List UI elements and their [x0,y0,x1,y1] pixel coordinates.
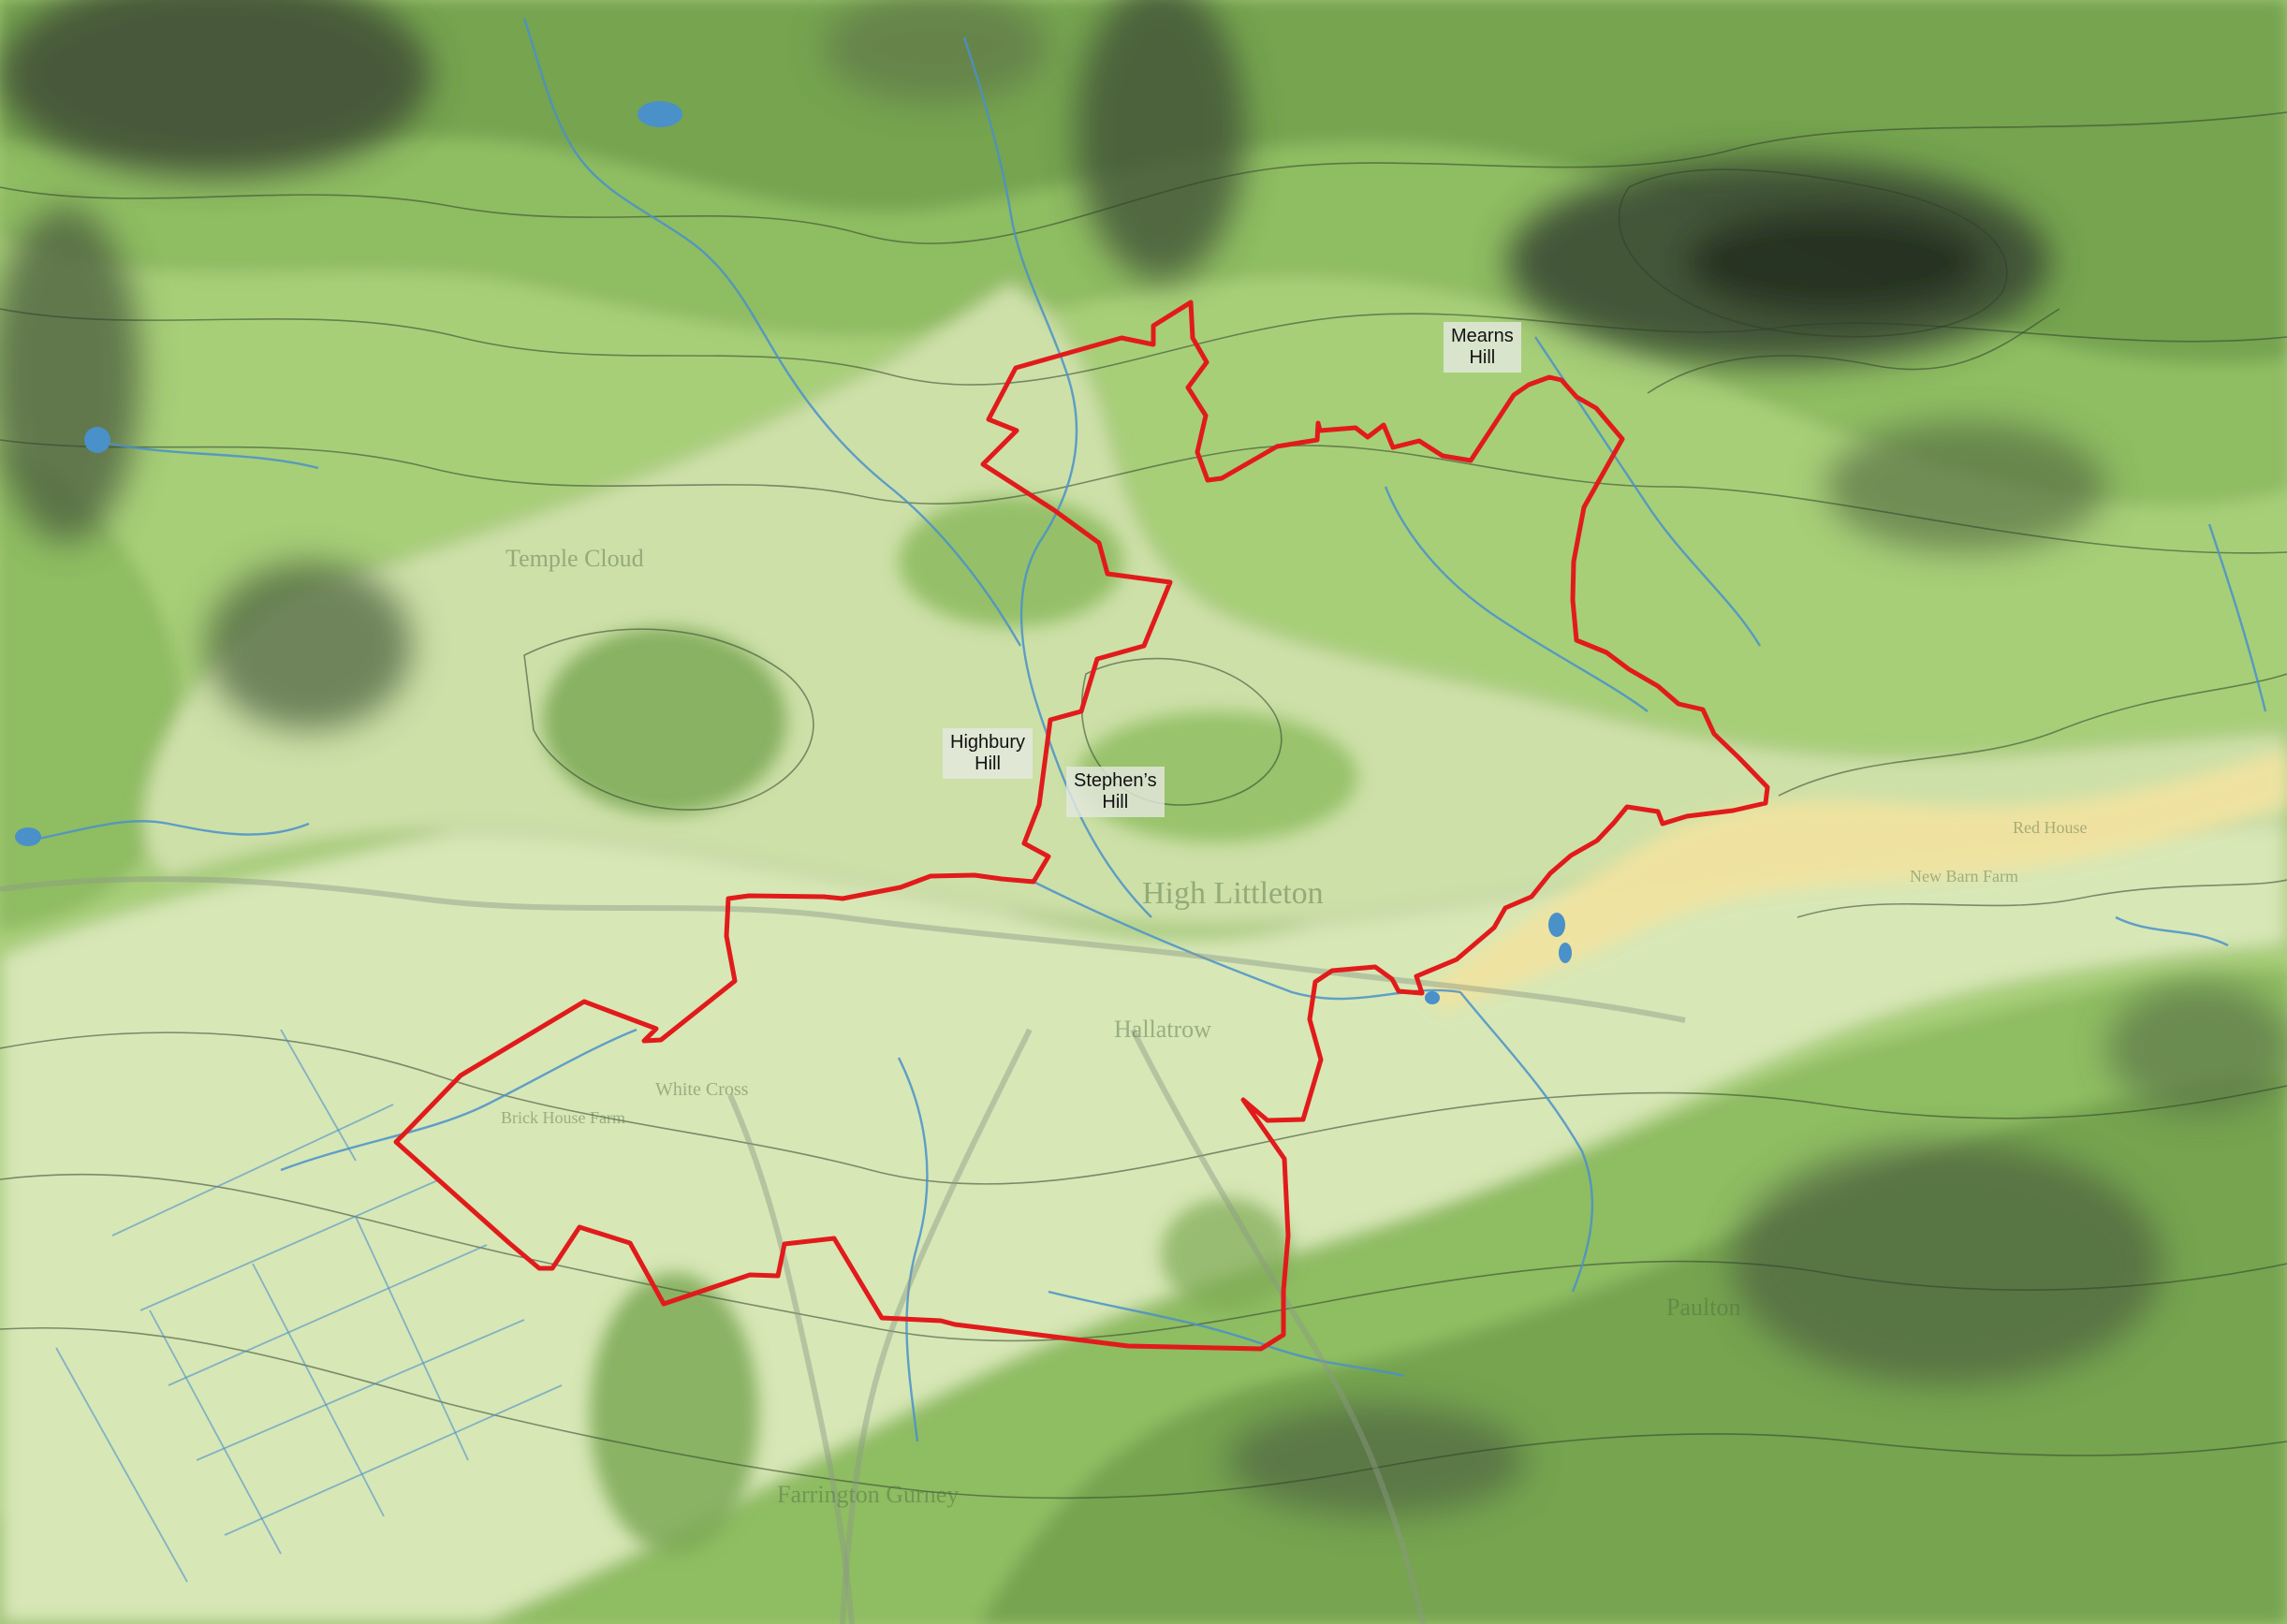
place-farrington-gurney: Farrington Gurney [777,1481,959,1508]
hill-label-line: Highbury [950,732,1026,753]
hill-label-highbury: Highbury Hill [943,728,1034,779]
hill-label-line: Stephen’s [1074,770,1157,791]
valley-floor [1423,749,2287,1011]
place-paulton: Paulton [1666,1294,1740,1321]
parish-boundary[interactable] [393,300,1770,1352]
contour-lines [0,111,2287,1500]
ponds [15,101,1572,1004]
place-red-house: Red House [2013,818,2088,837]
mid-hills [543,496,1357,1554]
hill-label-mearns: Mearns Hill [1444,322,1521,373]
hill-label-line: Hill [1102,792,1129,812]
hill-label-stephens: Stephen’s Hill [1066,767,1165,817]
roads [0,876,1686,1624]
place-high-littleton: High Littleton [1142,876,1324,911]
place-new-barn-farm: New Barn Farm [1910,867,2018,885]
hill-label-line: Hill [975,753,1001,774]
base-map-text: Temple Cloud Hallatrow High Littleton Fa… [501,545,2088,1508]
hill-label-line: Hill [1469,347,1496,368]
place-brick-house-farm: Brick House Farm [501,1108,625,1127]
place-hallatrow: Hallatrow [1114,1016,1211,1043]
place-temple-cloud: Temple Cloud [506,545,644,572]
summits [0,0,2287,1516]
hill-label-line: Mearns [1451,326,1514,346]
place-white-cross: White Cross [655,1079,749,1100]
field-boundaries [55,1029,563,1583]
